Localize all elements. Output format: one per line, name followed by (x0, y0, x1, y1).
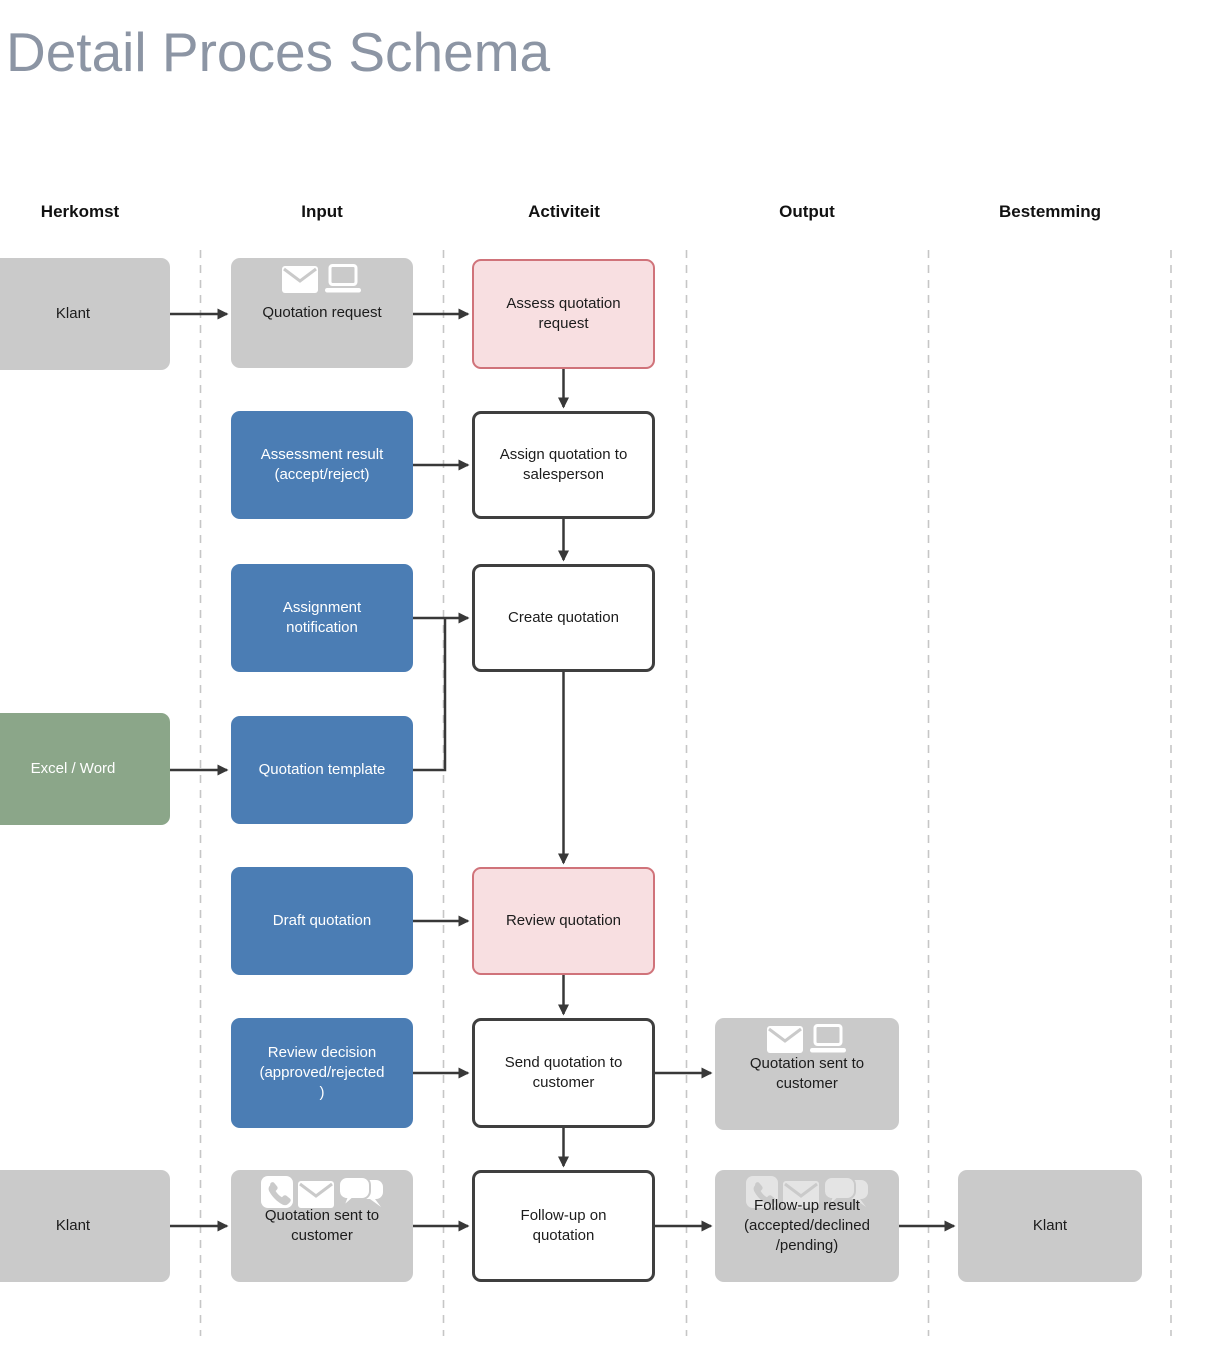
node-label: Follow-up result (accepted/declined /pen… (744, 1197, 870, 1254)
node-label: Klant (1032, 1217, 1068, 1234)
laptop-icon (809, 1024, 846, 1053)
node-label: Assess quotation request (506, 295, 621, 332)
node-label: Assign quotation to salesperson (499, 446, 628, 483)
phone-icon (745, 1176, 778, 1208)
mail-icon (782, 1181, 819, 1208)
mail-icon (297, 1181, 334, 1208)
node-label: Draft quotation (272, 912, 372, 929)
mail-icon (281, 266, 318, 293)
lane-header-activiteit: Activiteit (528, 202, 600, 221)
node-review-quotation: Review quotation (472, 867, 655, 975)
node-label: Follow-up on quotation (520, 1207, 607, 1244)
icon-row (715, 1024, 899, 1053)
lane-header-output: Output (779, 202, 835, 221)
node-followup-on-quotation: Follow-up on quotation (472, 1170, 655, 1282)
node-quotation-sent-output: Quotation sent to customer (715, 1018, 899, 1130)
node-klant-destination: Klant (958, 1170, 1142, 1282)
node-draft-quotation: Draft quotation (231, 867, 413, 975)
icon-row (231, 264, 413, 293)
node-label: Review decision (approved/rejected ) (259, 1044, 385, 1101)
node-assessment-result: Assessment result (accept/reject) (231, 411, 413, 519)
page-title: Detail Proces Schema (6, 21, 551, 83)
node-send-quotation-to-customer: Send quotation to customer (472, 1018, 655, 1128)
lane-header-input: Input (301, 202, 343, 221)
node-quotation-request: Quotation request (231, 258, 413, 368)
node-label: Quotation sent to customer (264, 1207, 380, 1244)
node-label: Assessment result (accept/reject) (260, 446, 384, 483)
node-excel-word: Excel / Word (0, 713, 170, 825)
node-label: Klant (55, 305, 91, 322)
chat-icon (823, 1176, 868, 1208)
node-label: Assignment notification (282, 599, 362, 636)
node-quotation-template: Quotation template (231, 716, 413, 824)
node-followup-result: Follow-up result (accepted/declined /pen… (715, 1170, 899, 1282)
phone-icon (260, 1176, 293, 1208)
node-label: Quotation request (262, 304, 382, 321)
node-klant-source-2: Klant (0, 1170, 170, 1282)
icon-row (715, 1176, 899, 1208)
node-assignment-notification: Assignment notification (231, 564, 413, 672)
node-quotation-sent-input: Quotation sent to customer (231, 1170, 413, 1282)
node-assess-quotation-request: Assess quotation request (472, 259, 655, 369)
mail-icon (766, 1026, 803, 1053)
node-label: Review quotation (505, 912, 622, 929)
node-label: Klant (55, 1217, 91, 1234)
lane-header-herkomst: Herkomst (40, 202, 120, 221)
node-review-decision: Review decision (approved/rejected ) (231, 1018, 413, 1128)
chat-icon (338, 1176, 383, 1208)
node-assign-quotation-to-salesperson: Assign quotation to salesperson (472, 411, 655, 519)
lane-header-bestemming: Bestemming (998, 202, 1102, 221)
laptop-icon (324, 264, 361, 293)
node-label: Create quotation (508, 609, 619, 626)
node-create-quotation: Create quotation (472, 564, 655, 672)
node-label: Quotation sent to customer (749, 1055, 865, 1092)
node-label: Quotation template (258, 761, 386, 778)
node-label: Send quotation to customer (504, 1054, 623, 1091)
node-label: Excel / Word (30, 760, 116, 777)
node-klant-source-1: Klant (0, 258, 170, 370)
icon-row (231, 1176, 413, 1208)
